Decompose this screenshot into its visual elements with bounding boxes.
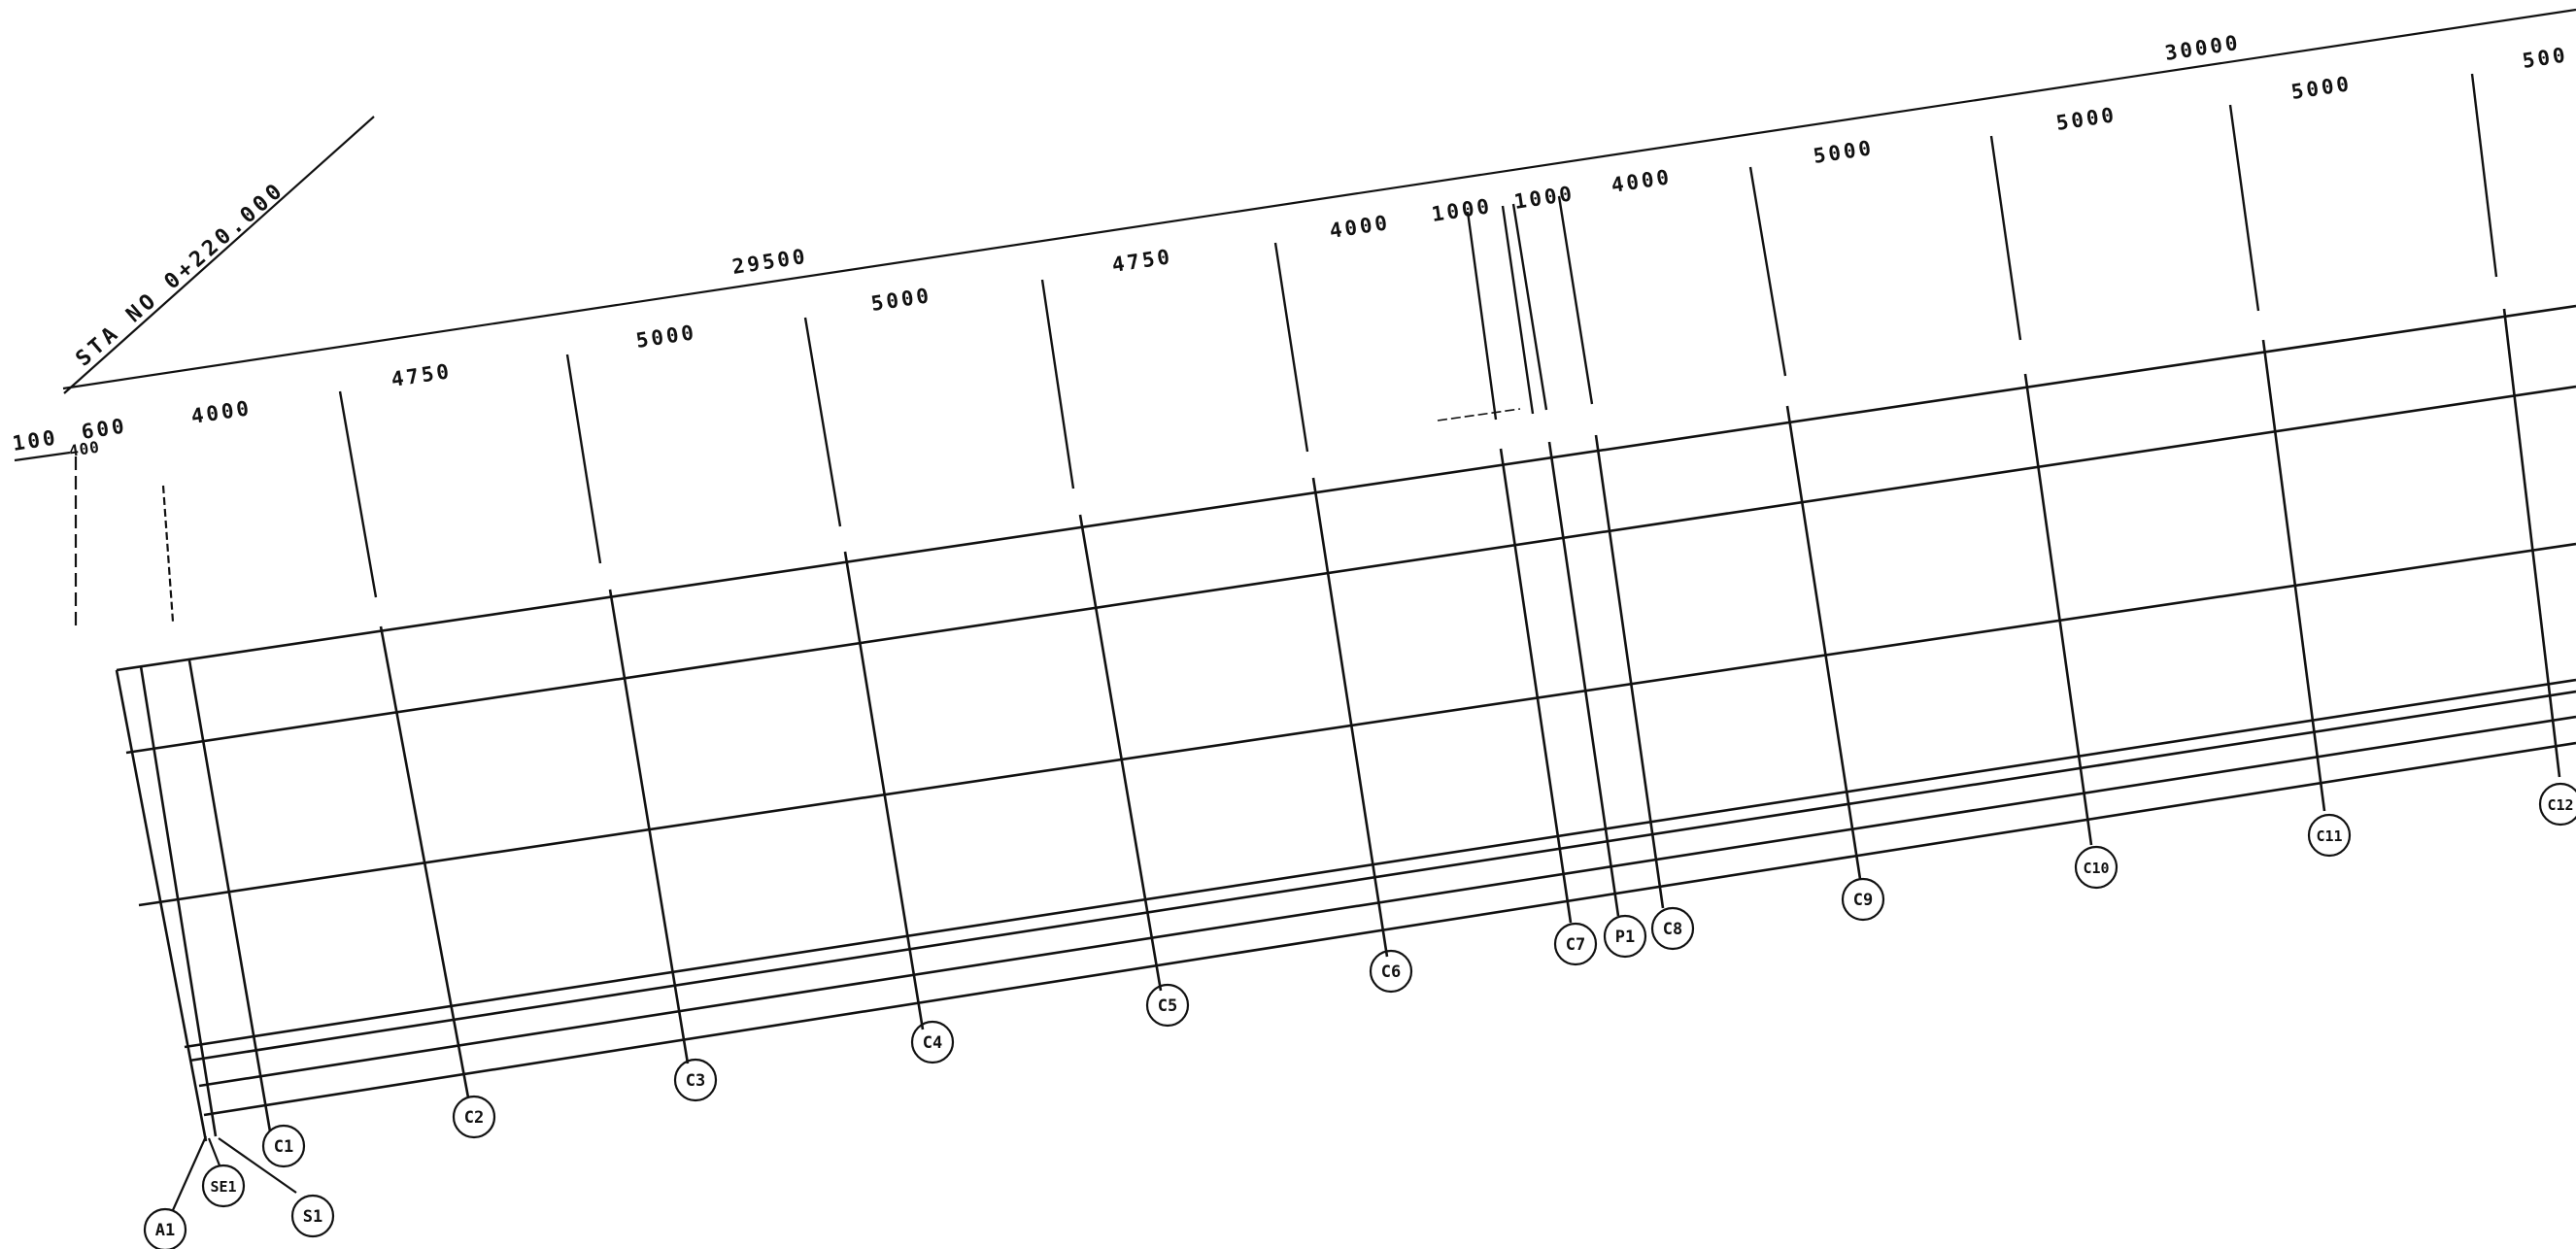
- grid-tag-C2: C2: [452, 1095, 496, 1139]
- span-dim-12: 5000: [1812, 136, 1875, 168]
- grid-tag-SE1: SE1: [201, 1164, 246, 1208]
- grid-tag-C3: C3: [673, 1058, 718, 1102]
- svg-text:C6: C6: [1381, 962, 1401, 982]
- overall-dim-1: 29500: [730, 245, 809, 279]
- column-grid-lines: [379, 308, 2561, 1098]
- svg-text:P1: P1: [1615, 928, 1635, 947]
- grid-tag-C7: C7: [1553, 922, 1598, 966]
- span-dim-16: 400: [68, 437, 101, 460]
- span-dim-14: 5000: [2289, 72, 2353, 104]
- span-dim-4: 4750: [390, 359, 453, 391]
- span-dim-5: 5000: [634, 321, 697, 353]
- grid-tag-C6: C6: [1369, 949, 1413, 994]
- grid-tag-C5: C5: [1145, 983, 1190, 1028]
- svg-text:C10: C10: [2083, 860, 2109, 877]
- svg-text:C3: C3: [686, 1071, 705, 1091]
- span-dim-9: 1000: [1430, 194, 1493, 226]
- span-dim-11: 4000: [1610, 165, 1673, 197]
- svg-text:C5: C5: [1158, 996, 1177, 1016]
- grid-tag-C4: C4: [910, 1020, 955, 1064]
- extension-lines: [338, 73, 2498, 598]
- svg-text:C12: C12: [2547, 796, 2573, 814]
- frame-lines: [115, 304, 2576, 1142]
- grid-tag-S1: S1: [290, 1194, 335, 1238]
- grid-tag-C1: C1: [261, 1124, 306, 1168]
- span-dim-15: 500: [2521, 43, 2569, 73]
- station-label: STA NO 0+220.000: [72, 178, 290, 372]
- overall-dim-2: 30000: [2163, 31, 2242, 65]
- dimension-texts: 29500 30000 100 600 4000 4750 5000 5000 …: [11, 31, 2569, 460]
- svg-text:C1: C1: [274, 1137, 293, 1157]
- svg-text:C11: C11: [2316, 827, 2342, 845]
- grid-tag-A1: A1: [143, 1207, 187, 1249]
- grid-tag-C9: C9: [1841, 877, 1885, 922]
- leader-lines: [171, 1135, 297, 1211]
- dimension-lines: [14, 8, 2576, 631]
- grid-tag-C11: C11: [2307, 813, 2352, 858]
- svg-text:A1: A1: [155, 1221, 175, 1240]
- span-dim-10: 1000: [1512, 182, 1576, 214]
- span-dim-13: 5000: [2054, 103, 2118, 135]
- span-dim-1: 100: [11, 425, 59, 456]
- svg-text:C9: C9: [1853, 891, 1873, 910]
- svg-text:C7: C7: [1566, 935, 1585, 955]
- svg-text:C4: C4: [923, 1033, 942, 1053]
- grid-tag-C8: C8: [1650, 906, 1695, 951]
- span-dim-3: 4000: [189, 396, 253, 428]
- span-dim-6: 5000: [869, 284, 932, 316]
- svg-text:S1: S1: [303, 1207, 322, 1227]
- svg-text:SE1: SE1: [210, 1178, 236, 1196]
- span-dim-8: 4000: [1328, 211, 1391, 243]
- grid-tag-C12: C12: [2538, 782, 2576, 827]
- span-dim-7: 4750: [1110, 245, 1173, 277]
- grid-tag-P1: P1: [1603, 914, 1647, 959]
- grid-tags: A1 SE1 S1 C1 C2 C3 C4 C5 C6 C7 P1 C8 C9 …: [143, 782, 2576, 1249]
- svg-text:C2: C2: [464, 1108, 484, 1128]
- svg-text:C8: C8: [1663, 920, 1682, 939]
- grid-tag-C10: C10: [2074, 845, 2118, 890]
